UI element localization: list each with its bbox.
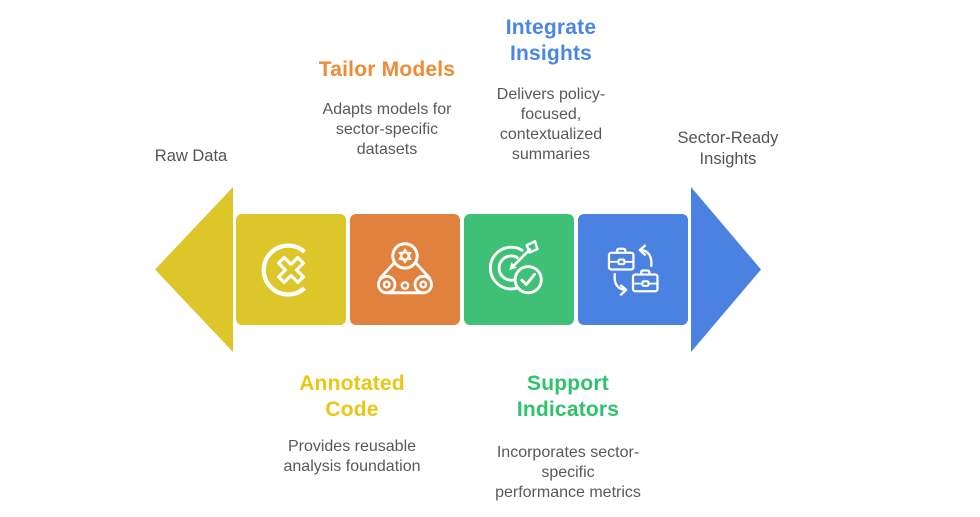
belt-drive-icon [377, 241, 433, 294]
callout-body: Provides reusable analysis foundation [283, 438, 421, 475]
callout-integrate-insights: Integrate Insights Delivers policy- focu… [451, 15, 651, 165]
callout-tailor-models: Tailor Models Adapts models for sector-s… [287, 57, 487, 160]
output-label: Sector-Ready Insights [677, 129, 779, 168]
briefcase-exchange-icon [607, 243, 659, 296]
callout-body: Adapts models for sector-specific datase… [322, 101, 452, 158]
stage-support-indicators [464, 214, 574, 325]
code-cross-icon [261, 243, 306, 296]
right-arrowhead [691, 187, 761, 352]
callout-support-indicators: Support Indicators Incorporates sector- … [453, 371, 683, 503]
stage-tailor-models [350, 214, 460, 325]
stage-integrate-insights [578, 214, 688, 325]
stage-annotated-code [236, 214, 346, 325]
target-check-icon [488, 239, 543, 294]
callout-title: Integrate Insights [505, 16, 597, 65]
left-arrowhead [155, 187, 233, 352]
callout-body: Delivers policy- focused, contextualized… [496, 86, 606, 163]
callout-body: Incorporates sector- specific performanc… [495, 444, 641, 501]
callout-title: Tailor Models [318, 58, 456, 81]
callout-annotated-code: Annotated Code Provides reusable analysi… [242, 371, 462, 477]
callout-title: Annotated Code [299, 372, 405, 421]
callout-title: Support Indicators [516, 372, 620, 421]
input-label: Raw Data [154, 147, 228, 165]
